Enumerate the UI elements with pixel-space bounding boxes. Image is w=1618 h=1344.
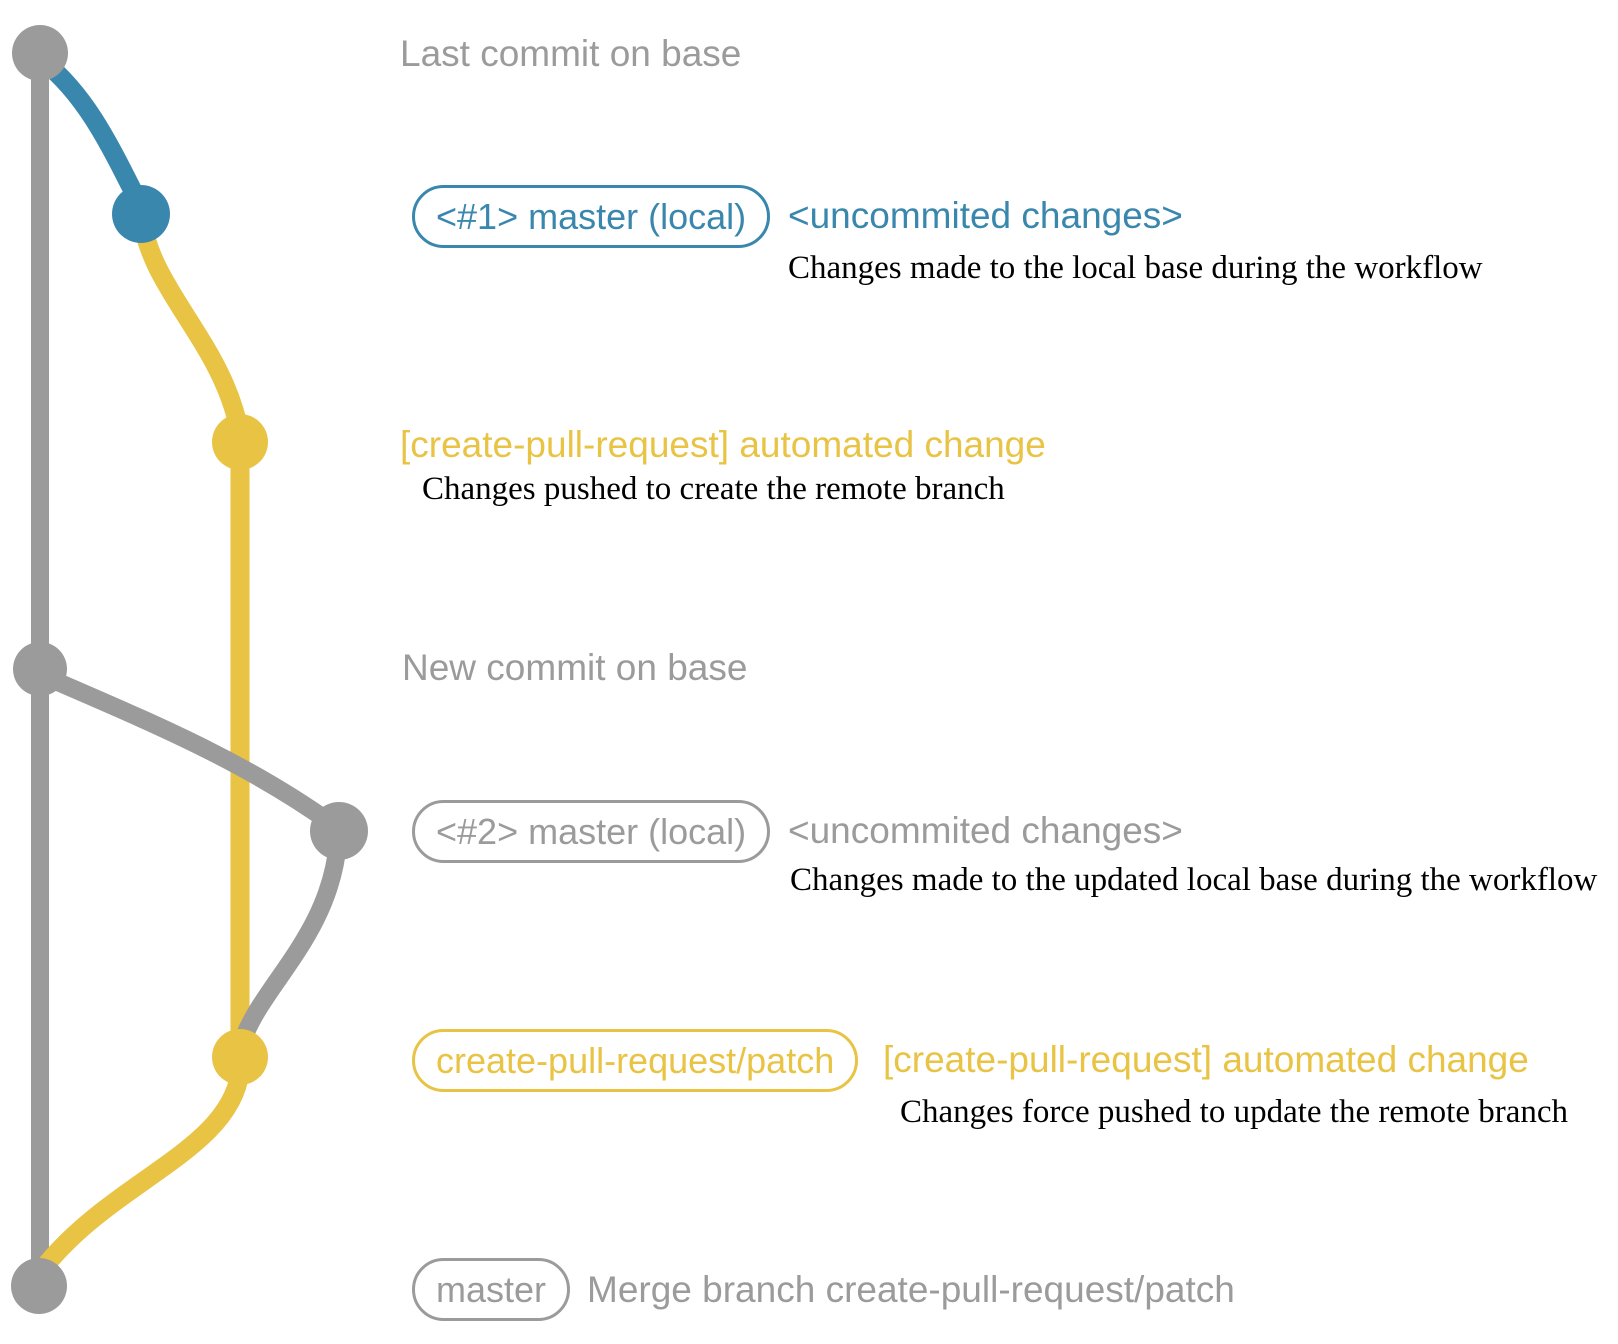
patch-merge-edge xyxy=(36,1062,250,1275)
master-badge: master xyxy=(412,1258,571,1321)
rebased-local-edge xyxy=(35,667,341,833)
commit-dot-automated-change-1 xyxy=(212,414,268,470)
patch-branch-badge: create-pull-request/patch xyxy=(412,1029,859,1092)
automated-change-2-label: [create-pull-request] automated change xyxy=(883,1039,1529,1080)
new-commit-label: New commit on base xyxy=(402,647,748,688)
uncommited-changes-2-caption: Changes made to the updated local base d… xyxy=(790,862,1598,898)
patch-branch-edge-from-local xyxy=(132,208,250,445)
rebased-local-to-patch-edge xyxy=(234,833,347,1049)
commit-dot-new-commit-on-base xyxy=(13,642,67,696)
commit-dot-uncommited-2 xyxy=(310,802,368,860)
uncommited-changes-1-caption: Changes made to the local base during th… xyxy=(788,250,1483,286)
automated-change-1-caption: Changes pushed to create the remote bran… xyxy=(422,471,1005,507)
uncommited-changes-2-label: <uncommited changes> xyxy=(788,810,1183,851)
commit-dot-merge xyxy=(11,1258,67,1314)
master-local-2-badge: <#2> master (local) xyxy=(412,800,771,863)
last-commit-label: Last commit on base xyxy=(400,33,742,74)
local-branch-edge xyxy=(30,48,150,215)
commit-dot-uncommited-1 xyxy=(112,185,170,243)
master-local-1-badge: <#1> master (local) xyxy=(412,185,771,248)
merge-branch-label: Merge branch create-pull-request/patch xyxy=(587,1269,1235,1310)
automated-change-2-caption: Changes force pushed to update the remot… xyxy=(900,1094,1569,1130)
commit-dot-last-commit-on-base xyxy=(12,25,68,81)
automated-change-1-label: [create-pull-request] automated change xyxy=(400,424,1046,465)
commit-dot-automated-change-2 xyxy=(212,1029,268,1085)
uncommited-changes-1-label: <uncommited changes> xyxy=(788,195,1183,236)
